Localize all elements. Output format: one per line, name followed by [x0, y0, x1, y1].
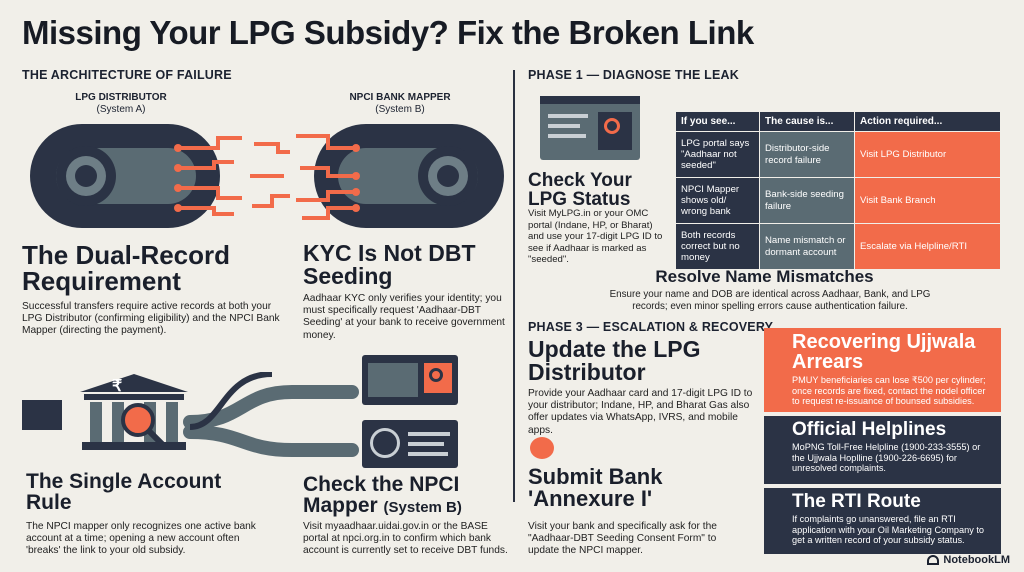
system-b-name: NPCI BANK MAPPER: [349, 92, 451, 103]
table-cell: Bank-side seeding failure: [759, 177, 855, 224]
card-strip-rti: [764, 488, 784, 554]
npci-heading-text: Check the NPCI Mapper: [303, 473, 460, 517]
update-distributor-heading: Update the LPG Distributor: [528, 336, 701, 385]
notebooklm-logo: NotebookLM: [927, 554, 1010, 566]
table-cell: Visit Bank Branch: [854, 177, 1001, 224]
single-account-body: The NPCI mapper only recognizes one acti…: [26, 521, 256, 557]
chat-bubble-icon: [530, 437, 554, 459]
kyc-heading: KYC Is Not DBT Seeding: [303, 240, 476, 289]
broken-wires: [178, 134, 356, 220]
table-cell: Name mismatch or dormant account: [759, 223, 855, 270]
kyc-body: Aadhaar KYC only verifies your identity;…: [303, 293, 505, 341]
phase3-heading: PHASE 3 — ESCALATION & RECOVERY: [528, 320, 774, 334]
system-a-sub: (System A): [96, 103, 146, 115]
system-b-sub: (System B): [375, 103, 425, 115]
table-row: Both records correct but no money Name m…: [675, 223, 1001, 270]
table-row: NPCI Mapper shows old/ wrong bank Bank-s…: [675, 177, 1001, 224]
table-cell: NPCI Mapper shows old/ wrong bank: [675, 177, 760, 224]
page-title: Missing Your LPG Subsidy? Fix the Broken…: [22, 14, 754, 51]
card-body: MoPNG Toll-Free Helpline (1900-233-3555)…: [792, 442, 981, 474]
system-a-name: LPG DISTRIBUTOR: [75, 92, 167, 103]
table-cell: LPG portal says "Aadhaar not seeded": [675, 131, 760, 178]
bank-to-mapper-illustration: [22, 372, 359, 457]
mapper-window-search: [362, 355, 458, 405]
npci-heading-small: (System B): [383, 499, 462, 516]
mapper-window-fingerprint: [362, 420, 458, 468]
system-a-label: LPG DISTRIBUTOR (System A): [66, 92, 176, 115]
rupee-icon: ₹: [112, 378, 123, 395]
brand-label: NotebookLM: [943, 554, 1010, 566]
column-divider: [513, 70, 515, 502]
dual-record-heading: The Dual-Record Requirement: [22, 240, 231, 296]
table-header-row: If you see... The cause is... Action req…: [675, 111, 1001, 132]
table-row: LPG portal says "Aadhaar not seeded" Dis…: [675, 131, 1001, 178]
check-lpg-heading: Check Your LPG Status: [528, 170, 632, 210]
fingerprint-icon: [370, 428, 400, 458]
update-distributor-body: Provide your Aadhaar card and 17-digit L…: [528, 388, 753, 436]
table-header: The cause is...: [759, 111, 855, 132]
dual-record-body: Successful transfers require active reco…: [22, 301, 280, 337]
npci-body: Visit myaadhaar.uidai.gov.in or the BASE…: [303, 521, 508, 557]
card-heading: Official Helplines: [792, 419, 947, 440]
table-cell: Escalate via Helpline/RTI: [854, 223, 1001, 270]
annexure-heading: Submit Bank 'Annexure I': [528, 464, 663, 511]
broken-link-illustration: [30, 124, 504, 228]
card-helplines: Official Helplines MoPNG Toll-Free Helpl…: [784, 416, 1001, 484]
magnifier-icon: [121, 403, 155, 437]
single-account-heading: The Single Account Rule: [26, 470, 222, 514]
check-lpg-body: Visit MyLPG.in or your OMC portal (Indan…: [528, 208, 663, 265]
diagnosis-table: If you see... The cause is... Action req…: [675, 111, 1001, 270]
phase1-heading: PHASE 1 — DIAGNOSE THE LEAK: [528, 68, 739, 82]
lpg-status-window: [540, 96, 640, 160]
section-heading-architecture: THE ARCHITECTURE OF FAILURE: [22, 68, 232, 82]
table-header: If you see...: [675, 111, 760, 132]
search-icon: [598, 112, 632, 150]
card-ujjwala-arrears: Recovering Ujjwala Arrears PMUY benefici…: [784, 328, 1001, 412]
table-cell: Distributor-side record failure: [759, 131, 855, 178]
card-body: If complaints go unanswered, file an RTI…: [792, 514, 985, 546]
system-b-label: NPCI BANK MAPPER (System B): [335, 92, 465, 115]
notebooklm-icon: [927, 555, 940, 565]
resolve-heading: Resolve Name Mismatches: [655, 267, 874, 286]
card-rti: The RTI Route If complaints go unanswere…: [784, 488, 1001, 554]
card-heading: The RTI Route: [792, 491, 921, 512]
annexure-body: Visit your bank and specifically ask for…: [528, 521, 717, 557]
card-heading: Recovering Ujjwala Arrears: [792, 331, 976, 373]
card-body: PMUY beneficiaries can lose ₹500 per cyl…: [792, 375, 986, 407]
resolve-body: Ensure your name and DOB are identical a…: [609, 289, 931, 312]
table-header: Action required...: [854, 111, 1001, 132]
table-cell: Visit LPG Distributor: [854, 131, 1001, 178]
card-strip-helplines: [764, 416, 784, 484]
npci-heading: Check the NPCI Mapper (System B): [303, 474, 513, 516]
card-strip-ujjwala: [764, 328, 784, 412]
table-cell: Both records correct but no money: [675, 223, 760, 270]
search-icon: [424, 363, 452, 393]
